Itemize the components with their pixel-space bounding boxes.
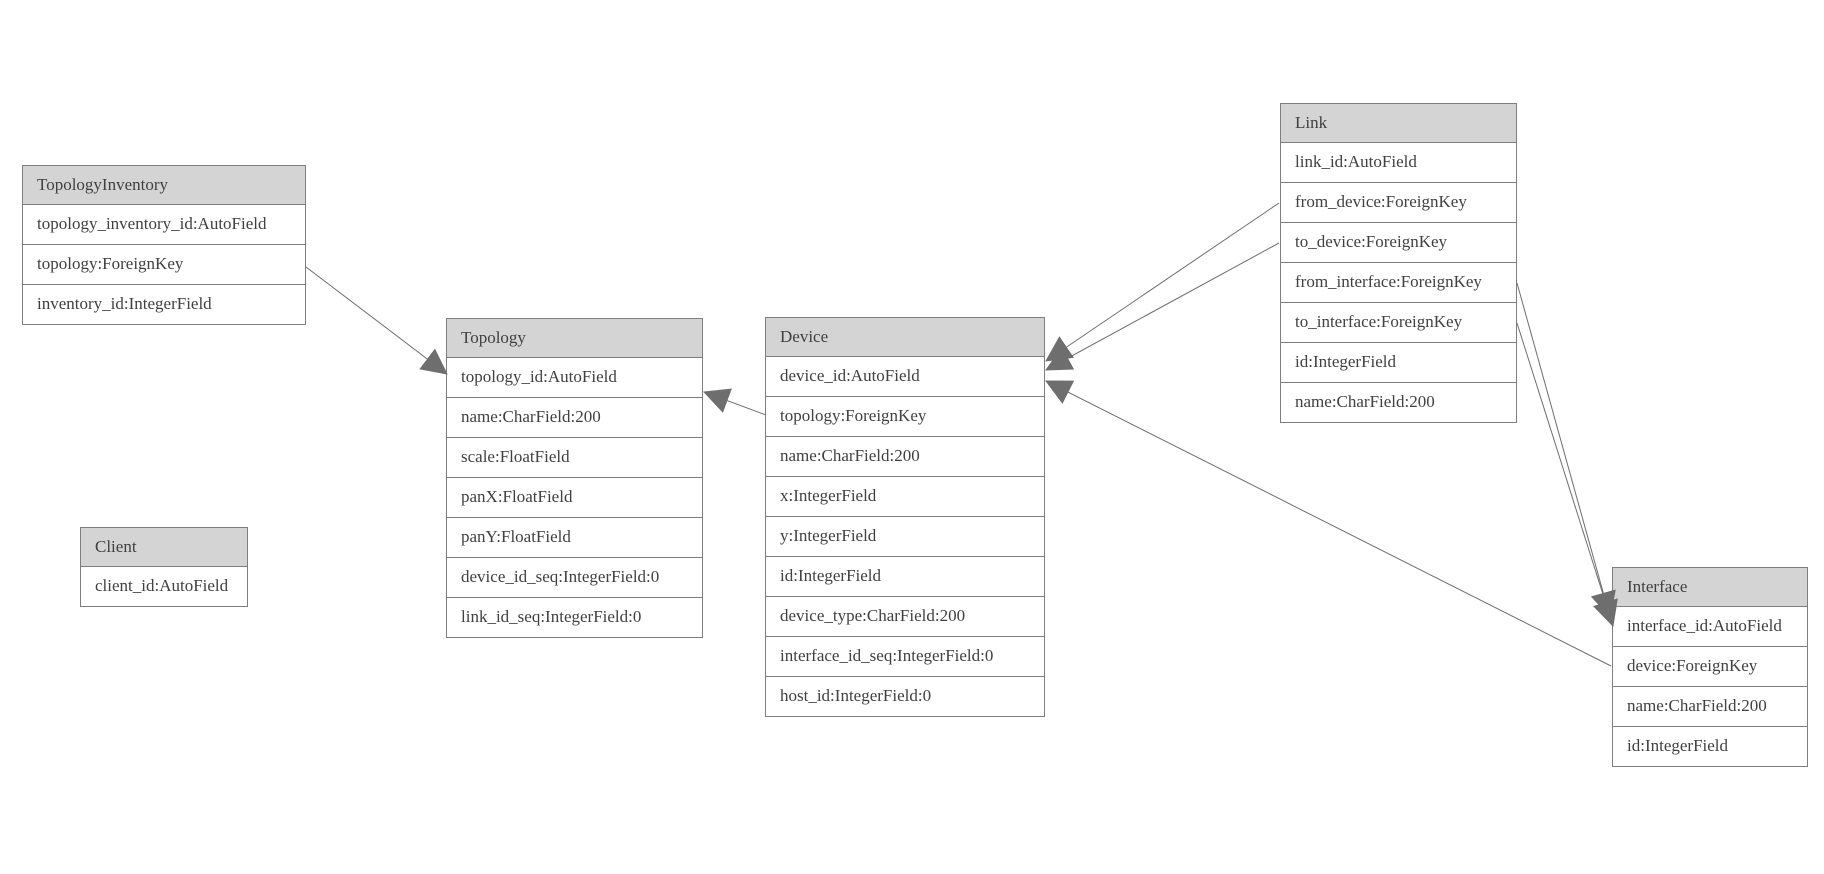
entity-link: Link link_id:AutoField from_device:Forei… [1280, 103, 1517, 423]
field-row: id:IntegerField [765, 557, 1045, 597]
field-row: device_type:CharField:200 [765, 597, 1045, 637]
field-row: name:CharField:200 [1612, 687, 1808, 727]
entity-topologyinventory-title: TopologyInventory [22, 165, 306, 205]
edge-device-topology-to-topology [703, 388, 767, 416]
field-row: device_id_seq:IntegerField:0 [446, 558, 703, 598]
field-row: device:ForeignKey [1612, 647, 1808, 687]
field-row: host_id:IntegerField:0 [765, 677, 1045, 717]
edge-link-from-device-to-device [1045, 202, 1280, 362]
field-row: inventory_id:IntegerField [22, 285, 306, 325]
entity-link-title: Link [1280, 103, 1517, 143]
field-row: to_device:ForeignKey [1280, 223, 1517, 263]
edge-interface-device-to-device [1045, 380, 1612, 667]
entity-interface: Interface interface_id:AutoField device:… [1612, 567, 1808, 767]
entity-interface-title: Interface [1612, 567, 1808, 607]
entity-device-title: Device [765, 317, 1045, 357]
field-row: panX:FloatField [446, 478, 703, 518]
field-row: interface_id_seq:IntegerField:0 [765, 637, 1045, 677]
field-row: topology_id:AutoField [446, 358, 703, 398]
entity-topology-title: Topology [446, 318, 703, 358]
field-row: interface_id:AutoField [1612, 607, 1808, 647]
field-row: topology:ForeignKey [765, 397, 1045, 437]
edge-link-from-interface-to-interface [1516, 282, 1616, 618]
field-row: name:CharField:200 [1280, 383, 1517, 423]
field-row: name:CharField:200 [765, 437, 1045, 477]
entity-topology: Topology topology_id:AutoField name:Char… [446, 318, 703, 638]
field-row: scale:FloatField [446, 438, 703, 478]
field-row: topology:ForeignKey [22, 245, 306, 285]
field-row: panY:FloatField [446, 518, 703, 558]
field-row: client_id:AutoField [80, 567, 248, 607]
field-row: link_id_seq:IntegerField:0 [446, 598, 703, 638]
edge-link-to-interface-to-interface [1516, 322, 1618, 627]
field-row: from_device:ForeignKey [1280, 183, 1517, 223]
field-row: device_id:AutoField [765, 357, 1045, 397]
field-row: name:CharField:200 [446, 398, 703, 438]
field-row: x:IntegerField [765, 477, 1045, 517]
entity-client-title: Client [80, 527, 248, 567]
field-row: y:IntegerField [765, 517, 1045, 557]
field-row: link_id:AutoField [1280, 143, 1517, 183]
edge-topologyinventory-topology-to-topology [305, 266, 448, 375]
edge-link-to-device-to-device [1045, 242, 1280, 371]
entity-topologyinventory: TopologyInventory topology_inventory_id:… [22, 165, 306, 325]
field-row: topology_inventory_id:AutoField [22, 205, 306, 245]
field-row: from_interface:ForeignKey [1280, 263, 1517, 303]
entity-device: Device device_id:AutoField topology:Fore… [765, 317, 1045, 717]
field-row: id:IntegerField [1612, 727, 1808, 767]
field-row: to_interface:ForeignKey [1280, 303, 1517, 343]
entity-client: Client client_id:AutoField [80, 527, 248, 607]
field-row: id:IntegerField [1280, 343, 1517, 383]
